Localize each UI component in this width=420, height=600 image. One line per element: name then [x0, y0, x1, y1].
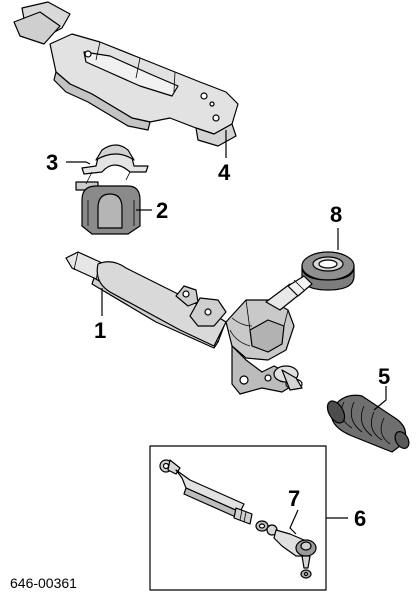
leader-lines: [66, 130, 387, 535]
callout-3: 3: [46, 150, 58, 175]
callout-4: 4: [218, 160, 231, 185]
inner-tie-rod: [159, 459, 253, 525]
steering-gear-housing-part-1: [65, 251, 313, 395]
callout-1: 1: [94, 318, 106, 343]
outer-tie-rod-end-part-7: [273, 529, 317, 579]
callout-6: 6: [354, 506, 366, 531]
jam-nut: [255, 520, 278, 536]
leader-line-3: [66, 161, 91, 165]
mount-insulator-part-8: [301, 251, 355, 291]
leader-line-5: [373, 386, 387, 411]
rubber-bushing-part-2: [81, 185, 141, 235]
callout-2: 2: [156, 198, 168, 223]
diagram-code: 646-00361: [10, 575, 77, 591]
callout-7: 7: [288, 486, 300, 511]
crossmember-bracket-part-4: [13, 1, 239, 147]
callout-5: 5: [378, 364, 390, 389]
dust-boot-part-5: [326, 394, 410, 453]
callout-8: 8: [330, 202, 342, 227]
tie-rod-assembly-frame: [149, 445, 327, 591]
clamp-bracket-part-3: [75, 144, 149, 191]
leader-line-7: [289, 509, 299, 535]
